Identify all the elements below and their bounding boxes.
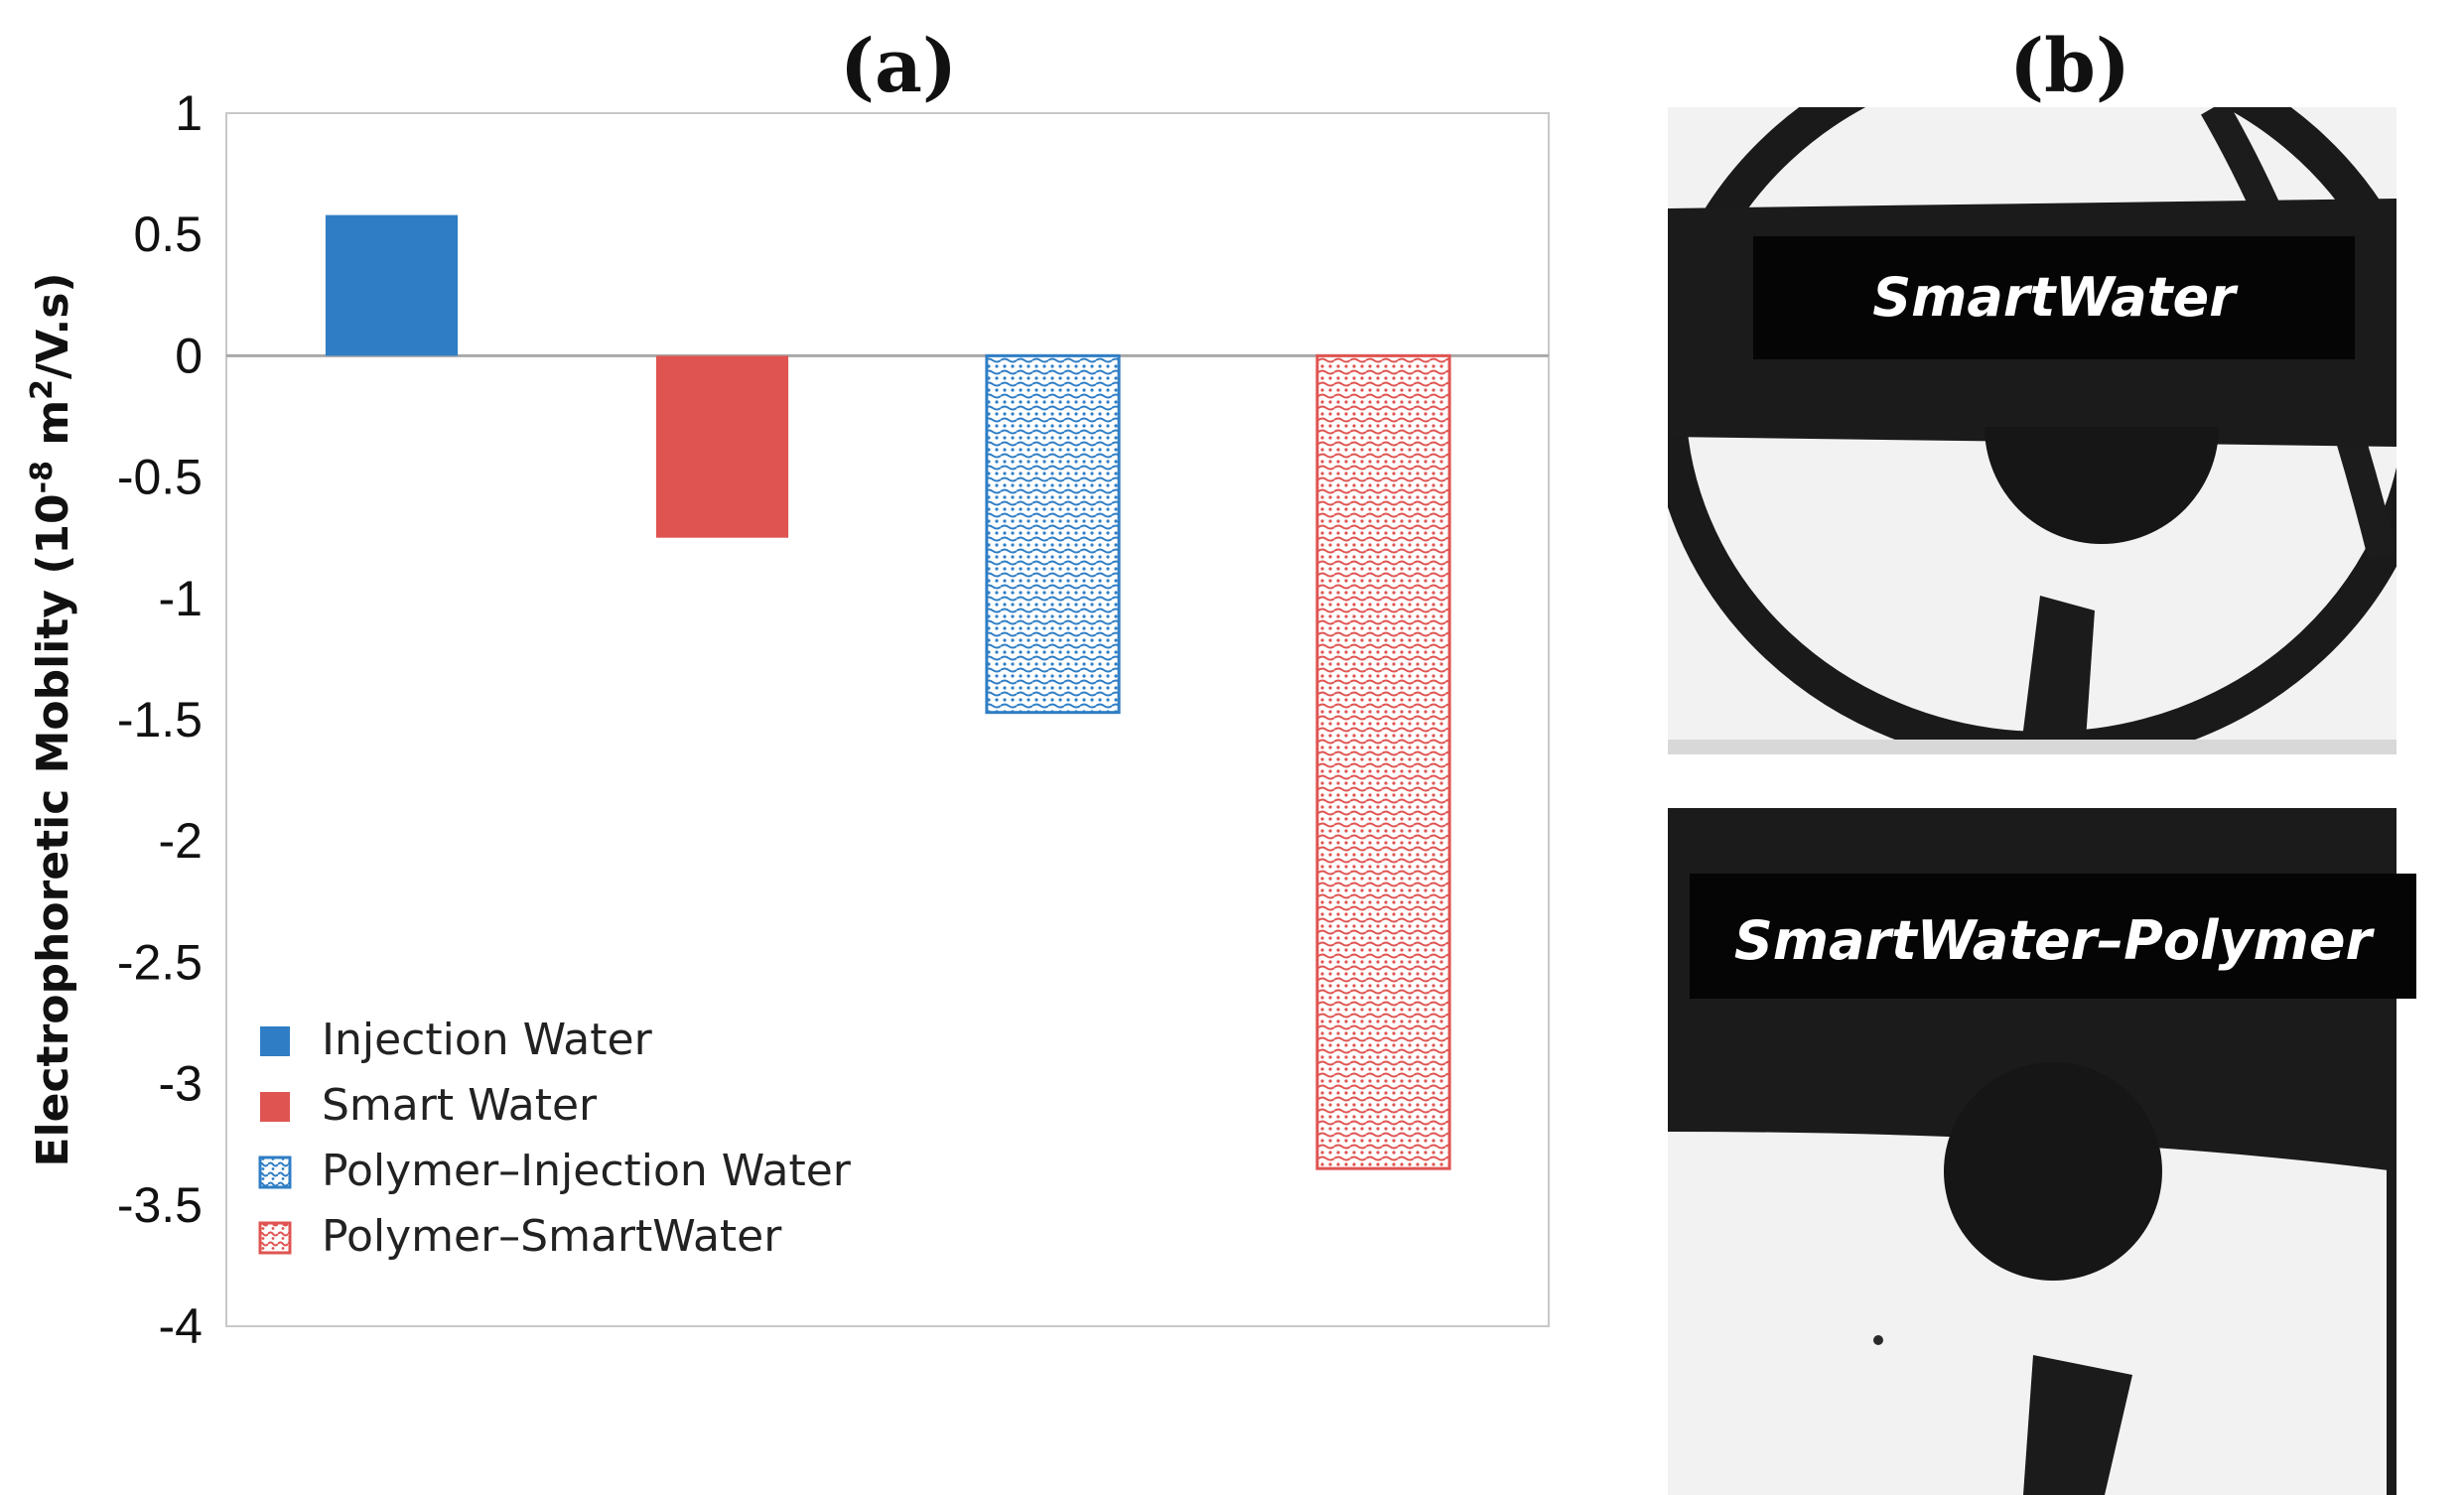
- y-tick-label: -3: [159, 1056, 203, 1112]
- y-tick-label: -4: [159, 1298, 203, 1354]
- legend-swatch: [258, 1221, 292, 1255]
- legend-label: Polymer–SmartWater: [322, 1211, 782, 1262]
- panel-b: (b) SmartWater: [1668, 24, 2416, 1495]
- photo-top: SmartWater: [1668, 107, 2396, 754]
- bar: [985, 353, 1121, 715]
- y-tick-label: 1: [175, 85, 203, 141]
- photo-bottom: SmartWater–Polymer: [1668, 808, 2416, 1495]
- bar: [655, 355, 789, 538]
- bars: [325, 214, 1451, 1170]
- y-tick-label: -1: [159, 571, 203, 626]
- y-tick-label: -3.5: [117, 1177, 203, 1233]
- panel-a: (a) 1 0.5 0 -0.5 -1 -1.5 -2 -2.5 -3 -3.5 -4 Electr…: [25, 24, 1550, 1354]
- y-tick-label: -2: [159, 813, 203, 869]
- legend-swatch: [260, 1092, 290, 1122]
- y-tick-label: -0.5: [117, 450, 203, 505]
- legend-swatch: [260, 1026, 290, 1056]
- y-tick-label: 0: [175, 328, 203, 383]
- panel-b-label: (b): [2009, 24, 2130, 109]
- legend-label: Injection Water: [322, 1015, 653, 1065]
- photo-bottom-label-box: [1690, 874, 2416, 999]
- y-axis-title: Electrophoretic Moblity (10-8 m2/V.s): [25, 272, 78, 1166]
- bar: [1315, 353, 1451, 1170]
- photo-top-label-box: [1753, 236, 2355, 359]
- legend-label: Polymer–Injection Water: [322, 1146, 852, 1196]
- panel-a-label: (a): [840, 24, 957, 109]
- bar: [325, 214, 459, 356]
- photo-top-label: SmartWater: [1872, 266, 2239, 329]
- photo-bottom-label: SmartWater–Polymer: [1734, 909, 2376, 972]
- y-tick-label: -1.5: [117, 692, 203, 748]
- y-tick-label: 0.5: [133, 206, 203, 262]
- y-tick-label: -2.5: [117, 934, 203, 990]
- legend-label: Smart Water: [322, 1080, 598, 1131]
- y-axis-ticks: 1 0.5 0 -0.5 -1 -1.5 -2 -2.5 -3 -3.5 -4: [117, 85, 203, 1354]
- legend-swatch: [258, 1155, 292, 1189]
